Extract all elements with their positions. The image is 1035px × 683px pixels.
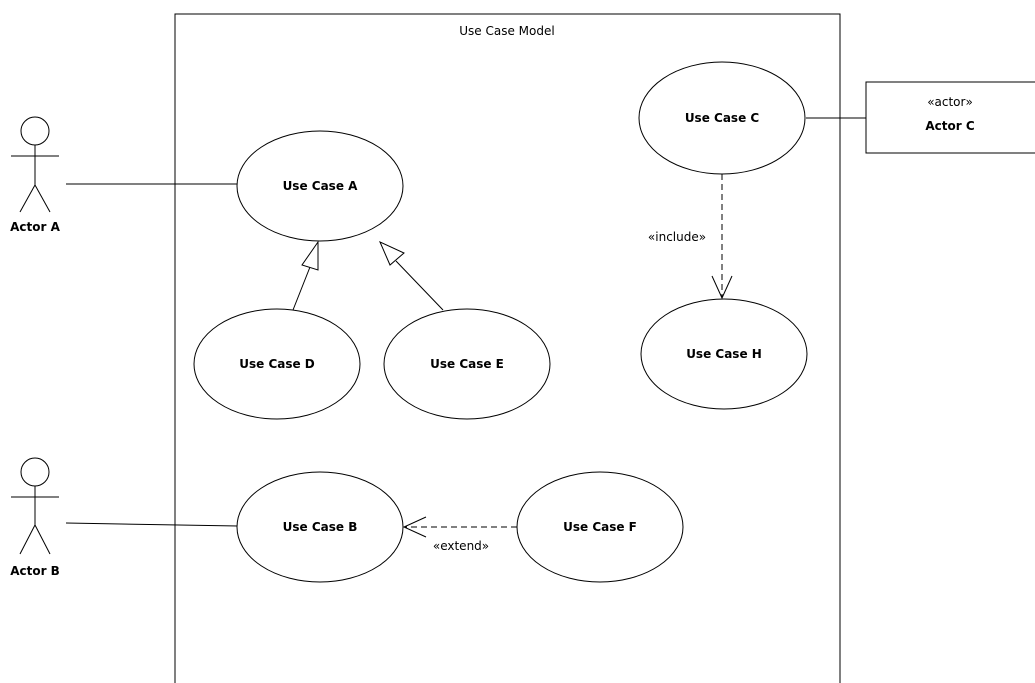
use-case-c-label: Use Case C (685, 111, 760, 125)
actor-a-right-leg (34, 184, 51, 213)
association-actor-b-use-case-b (65, 522, 239, 527)
include-label: «include» (648, 230, 706, 244)
use-case-e-label: Use Case E (430, 357, 504, 371)
actor-c-label: Actor C (925, 119, 974, 133)
use-case-h[interactable] (640, 298, 808, 410)
actor-a-label: Actor A (10, 220, 60, 234)
use-case-h-label: Use Case H (686, 347, 762, 361)
actor-a-left-leg (19, 184, 36, 213)
include-c-to-h (711, 174, 733, 300)
actor-c-box[interactable] (865, 81, 1035, 154)
actor-b-right-leg (34, 524, 51, 555)
use-case-d-label: Use Case D (239, 357, 315, 371)
use-case-a[interactable] (236, 130, 404, 242)
actor-b[interactable] (11, 457, 59, 555)
actor-b-head (20, 457, 50, 487)
actor-a-head (20, 116, 50, 146)
generalization-e-to-a (379, 241, 444, 311)
generalization-d-to-a (292, 240, 319, 311)
system-title: Use Case Model (459, 24, 554, 38)
extend-f-to-b (402, 516, 517, 538)
use-case-e[interactable] (383, 308, 551, 420)
actor-c-stereotype: «actor» (927, 95, 973, 109)
use-case-b-label: Use Case B (283, 520, 358, 534)
use-case-a-label: Use Case A (283, 179, 359, 193)
actor-b-label: Actor B (10, 564, 60, 578)
use-case-f-label: Use Case F (563, 520, 637, 534)
use-case-d[interactable] (193, 308, 361, 420)
actor-a[interactable] (11, 116, 59, 213)
extend-label: «extend» (433, 539, 489, 553)
system-boundary (174, 13, 841, 683)
actor-b-left-leg (19, 524, 36, 555)
